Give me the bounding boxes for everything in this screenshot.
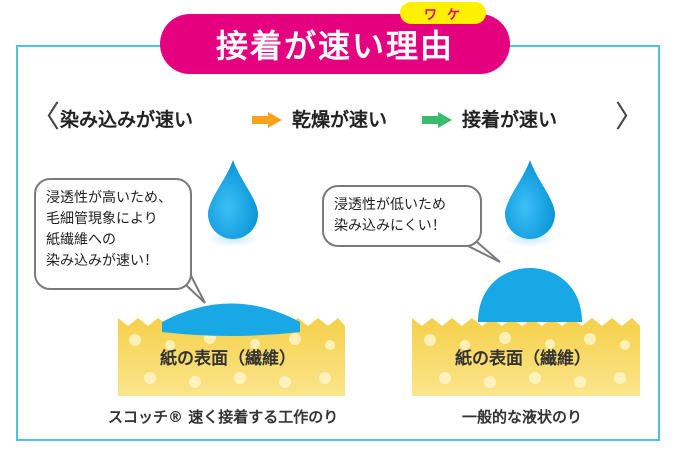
- flow-step-dry: 乾燥が速い: [292, 109, 388, 131]
- water-drop-icon: [208, 160, 258, 239]
- flow-step-adhere: 接着が速い: [462, 109, 558, 131]
- left-chevron-icon: 〈: [30, 100, 60, 135]
- bubble-line: 浸透性が高いため、: [46, 190, 172, 206]
- bubble-line: 毛細管現象により: [46, 211, 158, 227]
- right-chevron-icon: 〉: [615, 100, 645, 135]
- process-flow: 〈 染み込みが速い 乾燥が速い 接着が速い 〉: [30, 100, 645, 140]
- title-ruby: ワケ: [400, 2, 486, 24]
- speech-bubble-left: 浸透性が高いため、 毛細管現象により 紙繊維への 染み込みが速い！: [34, 178, 192, 290]
- unabsorbed-glue: [478, 268, 582, 322]
- speech-bubble-right: 浸透性が低いため 染み込みにくい！: [322, 185, 482, 247]
- bubble-line: 染み込みが速い！: [46, 253, 158, 269]
- paper-label-right: 紙の表面（繊維）: [455, 349, 591, 369]
- water-drop-icon: [505, 160, 555, 239]
- green-arrow-icon: [422, 112, 452, 128]
- paper-surface-right: [412, 318, 640, 396]
- paper-label-left: 紙の表面（繊維）: [160, 349, 296, 369]
- page-title: 接着が速い理由: [160, 14, 510, 74]
- bubble-line: 染み込みにくい！: [334, 218, 446, 234]
- absorbed-glue: [162, 303, 300, 336]
- bubble-line: 紙繊維への: [46, 232, 116, 248]
- bubble-line: 浸透性が低いため: [334, 197, 446, 213]
- caption-scotch: スコッチ® 速く接着する工作のり: [108, 408, 339, 426]
- orange-arrow-icon: [252, 112, 282, 128]
- flow-step-soak: 染み込みが速い: [60, 109, 194, 131]
- caption-general: 一般的な液状のり: [462, 408, 583, 426]
